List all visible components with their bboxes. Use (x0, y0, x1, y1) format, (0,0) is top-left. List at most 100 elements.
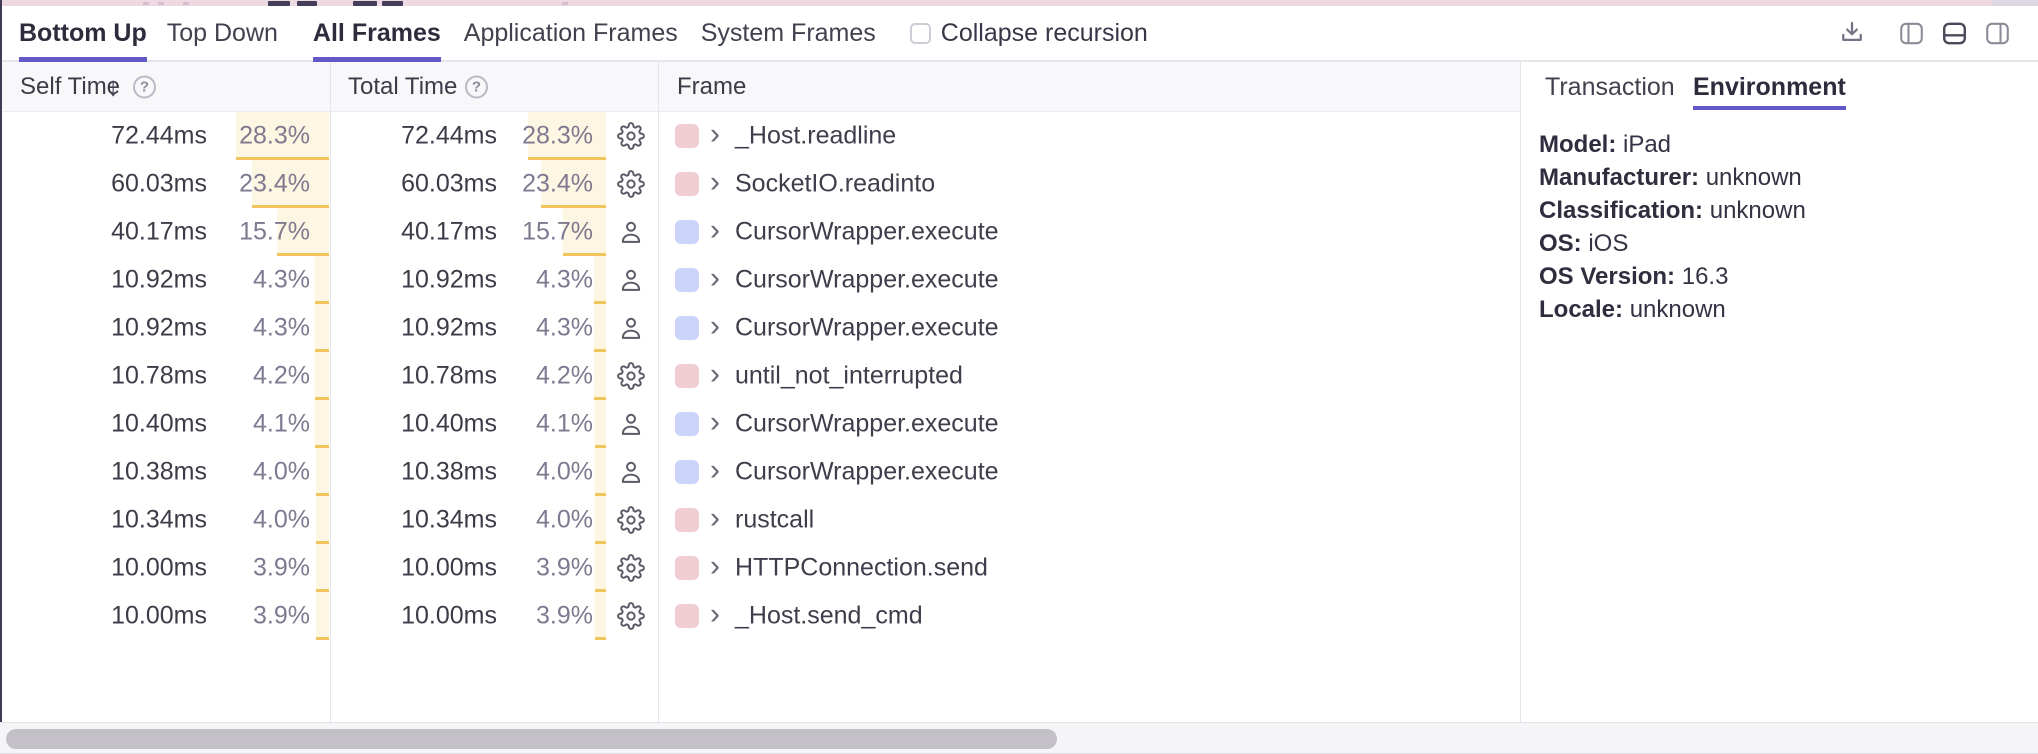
chevron-right-icon[interactable]: › (710, 549, 720, 583)
gear-icon (617, 602, 645, 630)
collapse-recursion-checkbox[interactable] (909, 22, 931, 44)
profiler-toolbar: Bottom Up Top Down All Frames Applicatio… (0, 6, 2038, 62)
total-time-percent: 23.4% (522, 169, 593, 198)
tab-system-frames[interactable]: System Frames (700, 18, 876, 47)
frame-header: Frame (677, 72, 747, 100)
sort-direction-icon[interactable]: ↓ (106, 71, 121, 101)
total-time-cell: 10.00ms 3.9% (330, 544, 658, 592)
tab-top-down[interactable]: Top Down (166, 18, 278, 47)
tab-environment[interactable]: Environment (1693, 62, 1846, 112)
table-row[interactable]: 10.92ms 4.3% 10.92ms 4.3% › (0, 304, 1520, 352)
frame-color-swatch (675, 172, 699, 196)
tab-application-frames[interactable]: Application Frames (463, 18, 678, 47)
total-time-percent: 4.0% (536, 505, 593, 534)
self-time-cell: 10.34ms 4.0% (0, 496, 330, 544)
self-time-cell: 10.00ms 3.9% (0, 592, 330, 640)
panel-left-icon[interactable] (1897, 19, 1926, 48)
table-row[interactable]: 72.44ms 28.3% 72.44ms 28.3% › (0, 112, 1520, 160)
self-time-value: 10.92ms (111, 265, 207, 294)
total-time-value: 60.03ms (401, 169, 497, 198)
self-time-percent-bar (316, 496, 329, 544)
table-row[interactable]: 10.34ms 4.0% 10.34ms 4.0% › (0, 496, 1520, 544)
tab-bottom-up[interactable]: Bottom Up (19, 6, 147, 62)
self-time-percent-bar (315, 352, 329, 400)
gear-icon (617, 506, 645, 534)
chevron-right-icon[interactable]: › (710, 453, 720, 487)
panel-bottom-icon[interactable] (1940, 19, 1969, 48)
total-time-cell: 60.03ms 23.4% (330, 160, 658, 208)
self-time-value: 10.00ms (111, 601, 207, 630)
environment-field: OS: iOS (1539, 230, 1629, 257)
frame-color-swatch (675, 268, 699, 292)
total-time-help-icon[interactable]: ? (465, 75, 488, 98)
gear-icon (617, 554, 645, 582)
frame-cell: › rustcall (658, 496, 1520, 544)
self-time-help-icon[interactable]: ? (133, 75, 156, 98)
frame-name: CursorWrapper.execute (735, 313, 999, 342)
minimap-tick (562, 2, 568, 5)
horizontal-scrollbar-thumb[interactable] (6, 729, 1057, 749)
total-time-value: 10.92ms (401, 313, 497, 342)
table-header: Self Time ? Total Time ? ↓ Frame (0, 62, 1520, 112)
total-time-percent-bar (594, 304, 606, 352)
chevron-right-icon[interactable]: › (710, 213, 720, 247)
table-row[interactable]: 10.00ms 3.9% 10.00ms 3.9% › (0, 544, 1520, 592)
self-time-percent: 4.2% (253, 361, 310, 390)
tab-all-frames[interactable]: All Frames (312, 6, 441, 62)
chevron-right-icon[interactable]: › (710, 309, 720, 343)
total-time-percent: 28.3% (522, 121, 593, 150)
minimap-tick (158, 2, 164, 5)
self-time-value: 10.92ms (111, 313, 207, 342)
chevron-right-icon[interactable]: › (710, 261, 720, 295)
table-row[interactable]: 10.92ms 4.3% 10.92ms 4.3% › (0, 256, 1520, 304)
table-row[interactable]: 10.00ms 3.9% 10.00ms 3.9% › (0, 592, 1520, 640)
self-time-value: 10.00ms (111, 553, 207, 582)
environment-field: OS Version: 16.3 (1539, 263, 1729, 290)
table-row[interactable]: 10.38ms 4.0% 10.38ms 4.0% › (0, 448, 1520, 496)
environment-field: Locale: unknown (1539, 296, 1726, 323)
table-row[interactable]: 40.17ms 15.7% 40.17ms 15.7% › (0, 208, 1520, 256)
frame-cell: › HTTPConnection.send (658, 544, 1520, 592)
minimap-frame-fragment (382, 1, 403, 6)
total-time-cell: 10.92ms 4.3% (330, 256, 658, 304)
self-time-cell: 10.92ms 4.3% (0, 304, 330, 352)
total-time-percent: 4.2% (536, 361, 593, 390)
table-row[interactable]: 10.78ms 4.2% 10.78ms 4.2% › (0, 352, 1520, 400)
panel-right-icon[interactable] (1983, 19, 2012, 48)
self-time-percent-bar (236, 112, 329, 160)
panel-divider (1520, 62, 1521, 722)
self-time-percent: 15.7% (239, 217, 310, 246)
tab-transaction[interactable]: Transaction (1545, 72, 1675, 101)
horizontal-scrollbar-track[interactable] (0, 722, 2038, 754)
table-row[interactable]: 10.40ms 4.1% 10.40ms 4.1% › (0, 400, 1520, 448)
chevron-right-icon[interactable]: › (710, 357, 720, 391)
total-time-header[interactable]: Total Time (348, 72, 458, 100)
total-time-percent-bar (528, 112, 606, 160)
self-time-header[interactable]: Self Time (20, 72, 121, 100)
total-time-percent-bar (595, 496, 606, 544)
total-time-value: 10.78ms (401, 361, 497, 390)
self-time-cell: 10.40ms 4.1% (0, 400, 330, 448)
self-time-percent: 4.3% (253, 265, 310, 294)
self-time-cell: 10.92ms 4.3% (0, 256, 330, 304)
chevron-right-icon[interactable]: › (710, 597, 720, 631)
total-time-value: 10.00ms (401, 553, 497, 582)
self-time-percent-bar (315, 400, 329, 448)
chevron-right-icon[interactable]: › (710, 165, 720, 199)
chevron-right-icon[interactable]: › (710, 405, 720, 439)
chevron-right-icon[interactable]: › (710, 501, 720, 535)
minimap-strip (0, 0, 2038, 6)
total-time-percent: 4.1% (536, 409, 593, 438)
environment-field: Manufacturer: unknown (1539, 164, 1802, 191)
download-icon[interactable] (1837, 18, 1867, 48)
left-panel-edge (0, 0, 2, 722)
self-time-percent: 3.9% (253, 553, 310, 582)
frame-name: CursorWrapper.execute (735, 409, 999, 438)
total-time-percent: 3.9% (536, 553, 593, 582)
self-time-value: 10.78ms (111, 361, 207, 390)
person-icon (617, 266, 645, 294)
table-row[interactable]: 60.03ms 23.4% 60.03ms 23.4% › (0, 160, 1520, 208)
self-time-cell: 10.78ms 4.2% (0, 352, 330, 400)
column-divider (658, 62, 659, 722)
chevron-right-icon[interactable]: › (710, 117, 720, 151)
